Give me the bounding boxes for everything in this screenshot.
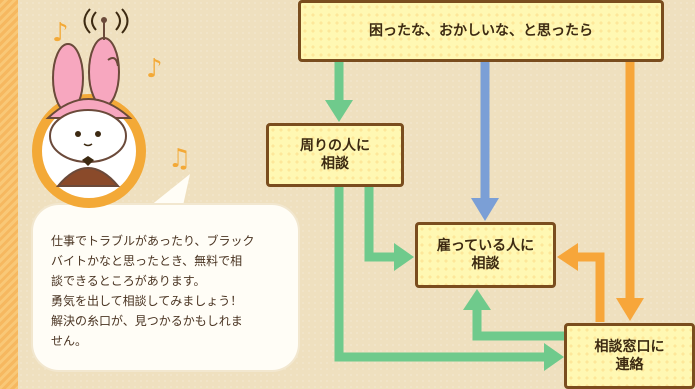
arrow-top-to-window — [616, 62, 644, 321]
advice-line: 談できるところがあります。 — [51, 274, 206, 288]
consult-window-line-1: 相談窓口に — [594, 338, 665, 355]
arrow-around-to-window — [334, 187, 564, 371]
advice-text: 仕事でトラブルがあったり、ブラック バイトかなと思ったとき、無料で相 談できると… — [51, 231, 291, 351]
consult-employer-line-1: 雇っている人に — [436, 237, 535, 254]
left-decorative-strip — [0, 0, 18, 389]
arrow-top-to-around — [325, 62, 353, 122]
advice-line: 勇気を出して相談してみましょう！ — [51, 294, 243, 308]
consult-around-line-1: 周りの人に — [300, 137, 370, 154]
start-box-label: 困ったな、おかしいな、と思ったら — [369, 22, 593, 39]
start-box: 困ったな、おかしいな、と思ったら — [298, 0, 664, 62]
music-note-icon: ♪ — [52, 18, 69, 48]
arrow-window-to-employer-orange — [557, 243, 605, 322]
arrow-top-to-employer — [471, 62, 499, 221]
music-note-icon: ♪ — [146, 54, 163, 84]
music-note-icon: ♫ — [168, 144, 192, 174]
consult-around-box: 周りの人に 相談 — [266, 123, 404, 187]
radio-wave-icon — [83, 8, 129, 34]
consult-around-line-2: 相談 — [321, 156, 349, 172]
advice-line: せん。 — [51, 334, 88, 348]
consult-employer-box: 雇っている人に 相談 — [415, 222, 556, 288]
arrow-window-to-employer — [463, 289, 564, 341]
advice-line: バイトかなと思ったとき、無料で相 — [51, 254, 243, 268]
consult-window-box: 相談窓口に 連絡 — [564, 323, 695, 389]
advice-line: 仕事でトラブルがあったり、ブラック — [51, 234, 255, 248]
advice-bubble — [33, 205, 298, 370]
advice-line: 解決の糸口が、見つかるかもしれま — [51, 314, 243, 328]
arrow-around-to-employer — [364, 187, 414, 271]
consult-window-line-2: 連絡 — [615, 357, 644, 373]
consult-employer-line-2: 相談 — [471, 256, 500, 272]
rabbit-mascot — [45, 17, 133, 187]
